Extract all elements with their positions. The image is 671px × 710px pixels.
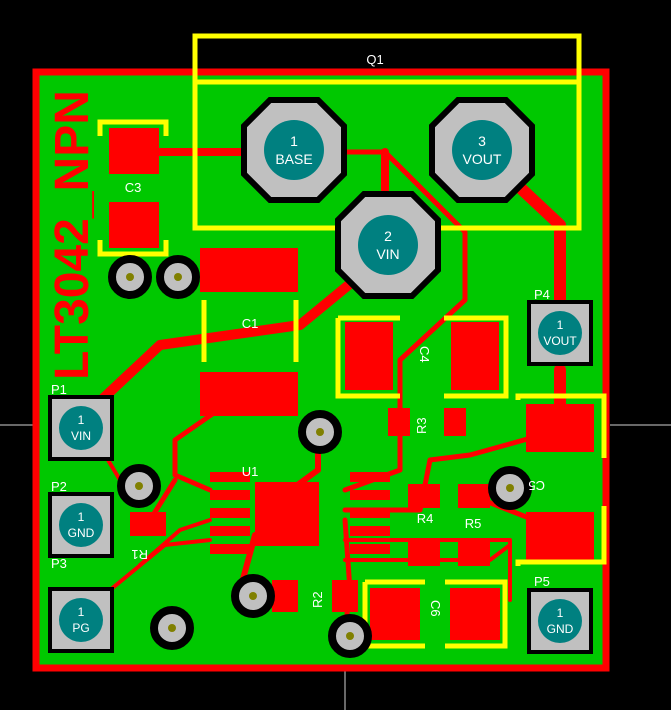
reference-labels: LT3042_NPN Q1 C3 C1 C4 R3 C5 U1 R4 R5 R1… (46, 52, 550, 617)
p5-label: P5 (534, 574, 550, 589)
svg-text:GND: GND (68, 526, 95, 540)
svg-text:1: 1 (78, 413, 85, 427)
c1-pad-1 (200, 248, 298, 292)
svg-text:VOUT: VOUT (463, 151, 502, 167)
vias (108, 255, 532, 658)
r2-label: R2 (310, 591, 325, 608)
svg-text:1: 1 (290, 133, 298, 149)
c4-pad-2 (451, 322, 499, 390)
c5-label: C5 (528, 478, 545, 493)
p2-pad: 1 GND (48, 492, 114, 558)
q1-pin-vout: 3 VOUT (429, 97, 535, 203)
p3-pad: 1 PG (48, 587, 114, 653)
c3-label: C3 (125, 180, 142, 195)
r4-pad-2 (458, 484, 490, 508)
c5-pad-1 (526, 404, 594, 452)
c4-label: C4 (417, 346, 432, 363)
c6-pad-1 (370, 588, 420, 640)
c1-label: C1 (242, 316, 259, 331)
c1-pad-2 (200, 372, 298, 416)
svg-text:1: 1 (557, 606, 564, 620)
r5-label: R5 (465, 516, 482, 531)
c6-pad-2 (450, 588, 500, 640)
c4-pad-1 (345, 322, 393, 390)
p1-label: P1 (51, 382, 67, 397)
r3-label: R3 (414, 417, 429, 434)
svg-text:1: 1 (78, 510, 85, 524)
c5-pad-2 (526, 512, 594, 560)
c3-pad-1 (109, 128, 159, 174)
c3-pad-2 (109, 202, 159, 248)
svg-text:BASE: BASE (275, 151, 312, 167)
r4-label: R4 (417, 511, 434, 526)
svg-text:3: 3 (478, 133, 486, 149)
svg-text:2: 2 (384, 228, 392, 244)
r2-pad-2 (332, 580, 358, 612)
r3-pad-1 (388, 408, 410, 436)
q1-pin-base: 1 BASE (241, 97, 347, 203)
p1-pad: 1 VIN (48, 395, 114, 461)
r5-pad-2 (458, 542, 490, 566)
board-title: LT3042_NPN (46, 90, 99, 380)
svg-text:VIN: VIN (71, 429, 91, 443)
svg-text:PG: PG (72, 621, 89, 635)
q1-pin-vin: 2 VIN (335, 191, 441, 299)
u1-thermal-pad (255, 482, 319, 546)
q1-label: Q1 (366, 52, 383, 67)
p4-pad: 1 VOUT (527, 300, 593, 366)
board-outline (32, 68, 610, 672)
r2-pad-1 (272, 580, 298, 612)
connector-pads: 1 VIN 1 GND 1 PG 1 VOUT 1 GND (48, 300, 593, 654)
smd-pads (109, 128, 594, 640)
svg-text:VIN: VIN (376, 246, 399, 262)
svg-text:1: 1 (557, 318, 564, 332)
u1-label: U1 (242, 464, 259, 479)
c6-label: C6 (428, 600, 443, 617)
p2-label: P2 (51, 479, 67, 494)
p4-label: P4 (534, 287, 550, 302)
svg-text:GND: GND (547, 622, 574, 636)
r1-pad (130, 512, 166, 536)
r5-pad-1 (408, 542, 440, 566)
svg-text:VOUT: VOUT (543, 334, 577, 348)
p5-pad: 1 GND (527, 588, 593, 654)
r1-label: R1 (131, 547, 148, 562)
q1-pads: 1 BASE 3 VOUT 2 VIN (241, 97, 535, 299)
svg-text:1: 1 (78, 605, 85, 619)
r3-pad-2 (444, 408, 466, 436)
r4-pad-1 (408, 484, 440, 508)
p3-label: P3 (51, 556, 67, 571)
